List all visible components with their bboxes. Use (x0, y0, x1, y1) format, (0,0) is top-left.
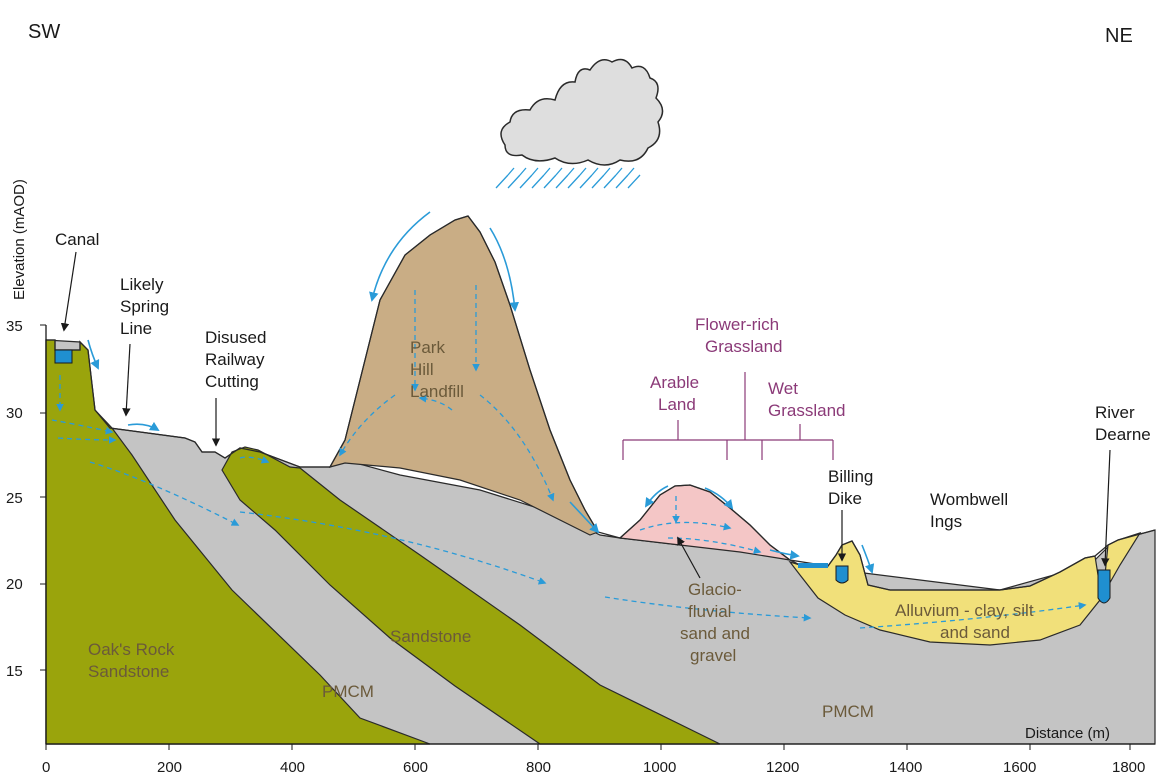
unit-glacio: Glacio- (688, 580, 742, 599)
unit-landfill-3: Landfill (410, 382, 464, 401)
billing-dike-water (835, 565, 849, 584)
x-tick-1600: 1600 (1003, 759, 1036, 776)
svg-text:Canal: Canal (55, 230, 99, 249)
x-tick-600: 600 (403, 759, 428, 776)
svg-text:Wombwell: Wombwell (930, 490, 1008, 509)
habitat-flower-rich: Flower-rich (695, 315, 779, 334)
x-tick-0: 0 (42, 759, 50, 776)
habitat-wet: Wet (768, 379, 798, 398)
svg-text:Likely: Likely (120, 275, 164, 294)
billing-dike-pond (798, 563, 828, 568)
river-dearne-annotation: River Dearne (1095, 403, 1151, 567)
svg-text:Ings: Ings (930, 512, 962, 531)
canal-annotation: Canal (55, 230, 99, 332)
unit-alluvium: Alluvium - clay, silt (895, 601, 1034, 620)
unit-pmcm-lower: PMCM (322, 682, 374, 701)
billing-dike-annotation: Billing Dike (828, 467, 873, 562)
direction-ne: NE (1105, 25, 1133, 47)
svg-text:Billing: Billing (828, 467, 873, 486)
spring-line-annotation: Likely Spring Line (120, 275, 169, 417)
sandstone-band-layer (221, 446, 721, 745)
glacio-pointer (677, 536, 701, 579)
railway-cutting-annotation: Disused Railway Cutting (205, 328, 266, 447)
y-tick-30: 30 (6, 405, 23, 422)
y-tick-35: 35 (6, 318, 23, 335)
cloud-icon (500, 58, 664, 166)
habitat-arable-2: Land (658, 395, 696, 414)
habitat-bracket (622, 372, 834, 460)
unit-glacio-4: gravel (690, 646, 736, 665)
y-tick-15: 15 (6, 663, 23, 680)
unit-glacio-3: sand and (680, 624, 750, 643)
unit-sandstone: Sandstone (390, 627, 471, 646)
y-axis: 35 30 25 20 15 Elevation (mAOD) (6, 179, 47, 744)
habitat-arable: Arable (650, 373, 699, 392)
svg-text:River: River (1095, 403, 1135, 422)
svg-text:Dearne: Dearne (1095, 425, 1151, 444)
unit-glacio-2: fluvial (688, 602, 731, 621)
unit-pmcm-base: PMCM (822, 702, 874, 721)
direction-sw: SW (28, 21, 60, 43)
unit-alluvium-2: and sand (940, 623, 1010, 642)
svg-text:Railway: Railway (205, 350, 265, 369)
x-tick-200: 200 (157, 759, 182, 776)
river-dearne-water (1097, 569, 1111, 604)
unit-landfill-2: Hill (410, 360, 434, 379)
x-axis-label: Distance (m) (1025, 725, 1110, 742)
unit-oaks-rock-2: Sandstone (88, 662, 169, 681)
x-tick-1800: 1800 (1112, 759, 1145, 776)
unit-oaks-rock: Oak's Rock (88, 640, 175, 659)
svg-text:Disused: Disused (205, 328, 266, 347)
svg-text:Line: Line (120, 319, 152, 338)
unit-landfill: Park (410, 338, 445, 357)
y-tick-20: 20 (6, 576, 23, 593)
y-tick-25: 25 (6, 490, 23, 507)
x-tick-1200: 1200 (766, 759, 799, 776)
x-axis: 0 200 400 600 800 1000 1200 1400 1600 18… (42, 725, 1155, 776)
svg-text:Dike: Dike (828, 489, 862, 508)
y-axis-label: Elevation (mAOD) (11, 179, 28, 300)
rain-icon (495, 167, 641, 189)
x-tick-1400: 1400 (889, 759, 922, 776)
svg-text:Cutting: Cutting (205, 372, 259, 391)
habitat-flower-rich-2: Grassland (705, 337, 782, 356)
groundwater-flow-arrows (51, 211, 1087, 629)
x-tick-800: 800 (526, 759, 551, 776)
habitat-wet-2: Grassland (768, 401, 845, 420)
x-tick-400: 400 (280, 759, 305, 776)
svg-text:Spring: Spring (120, 297, 169, 316)
x-tick-1000: 1000 (643, 759, 676, 776)
wombwell-ings-annotation: Wombwell Ings (930, 490, 1008, 531)
canal-water (54, 349, 73, 364)
ground-surface-line (46, 215, 1156, 591)
